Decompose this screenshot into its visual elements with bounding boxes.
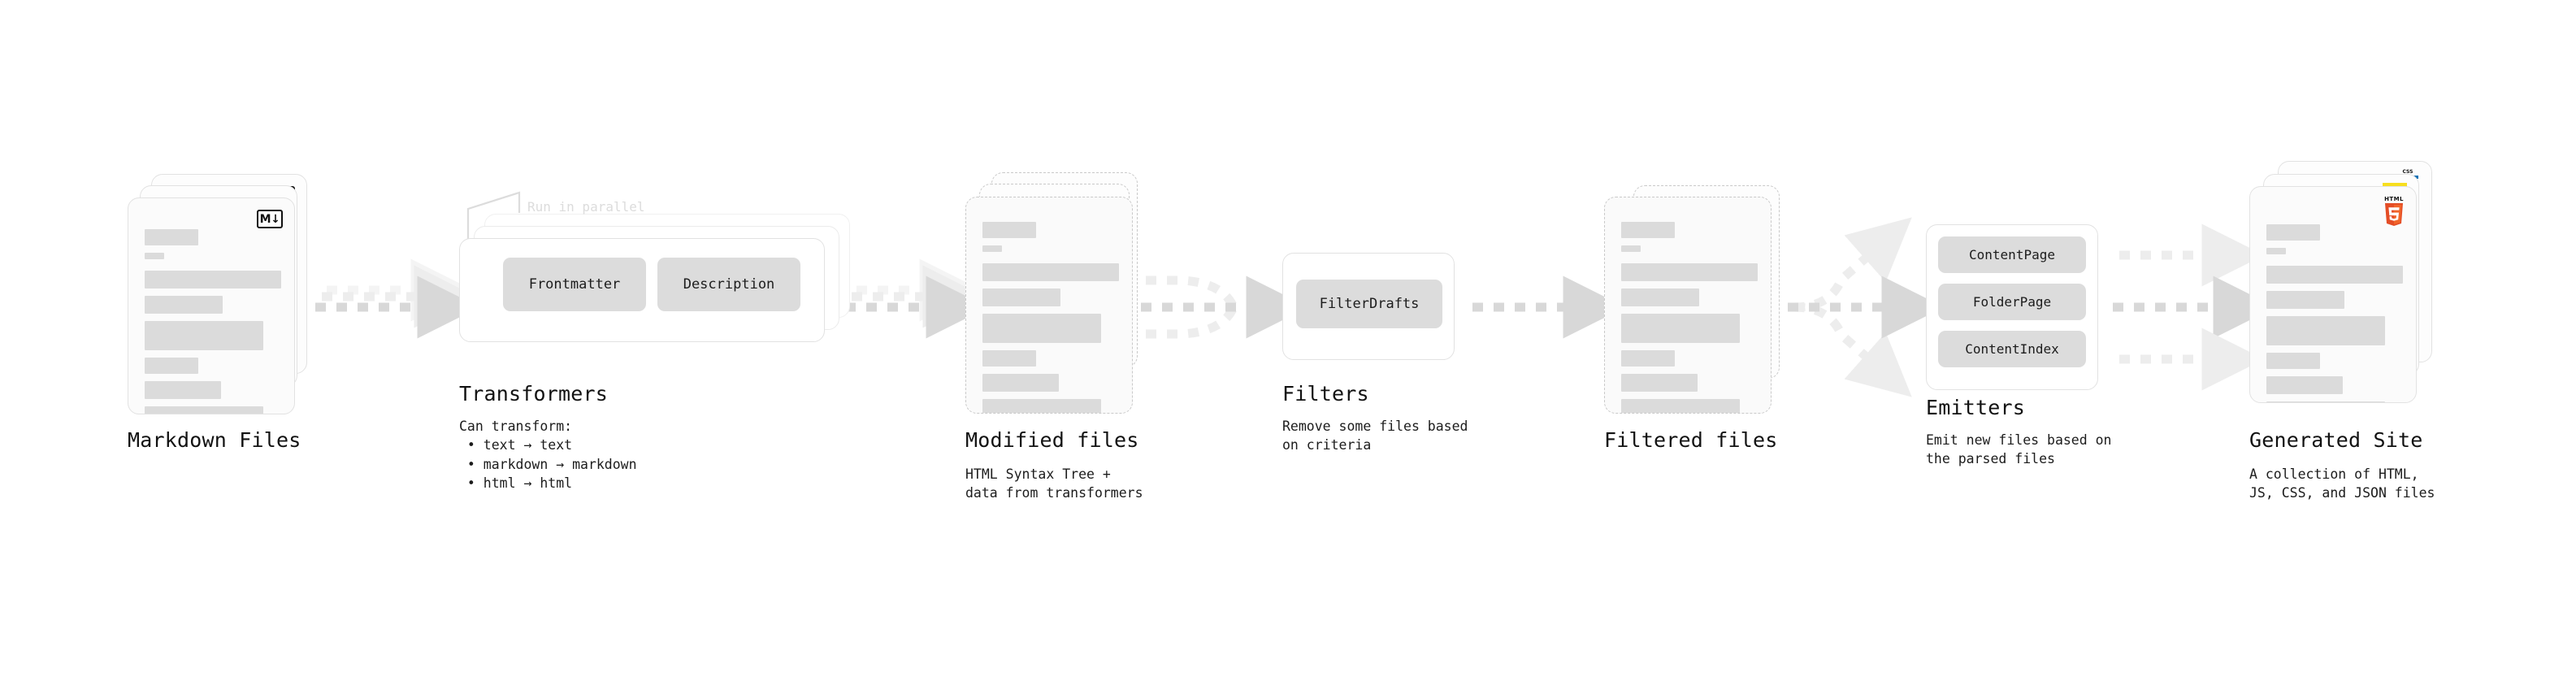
document-placeholder-lines <box>1621 222 1758 413</box>
connector-modified-to-filters <box>1141 275 1309 339</box>
connector-markdown-to-transformers <box>315 258 480 339</box>
filter-chip-filterdrafts[interactable]: FilterDrafts <box>1296 280 1442 328</box>
modified-card-front[interactable] <box>965 197 1133 414</box>
transformers-panel-front[interactable]: Frontmatter Description <box>459 238 825 342</box>
stage-title-filtered-files: Filtered files <box>1604 428 1778 452</box>
document-placeholder-lines <box>2266 224 2403 402</box>
stage-subtitle-transformers: Can transform: • text → text • markdown … <box>459 419 637 492</box>
stage-title-markdown-files: Markdown Files <box>128 428 301 452</box>
stage-subtitle-emitters: Emit new files based on the parsed files <box>1926 432 2112 467</box>
run-in-parallel-label: Run in parallel <box>527 199 645 215</box>
stage-title-modified-files: Modified files <box>965 428 1139 452</box>
transformer-chip-frontmatter[interactable]: Frontmatter <box>503 258 646 311</box>
stage-title-generated-site: Generated Site <box>2249 428 2423 452</box>
connector-filtered-to-emitters <box>1788 217 1945 397</box>
html5-shield-icon <box>2385 203 2403 226</box>
emitters-panel[interactable]: ContentPage FolderPage ContentIndex <box>1926 224 2098 390</box>
filters-panel[interactable]: FilterDrafts <box>1282 253 1455 360</box>
stage-title-filters: Filters <box>1282 382 1369 406</box>
emitter-chip-contentpage[interactable]: ContentPage <box>1938 236 2086 273</box>
connector-emitters-to-site <box>2113 223 2276 391</box>
transformer-chip-description[interactable]: Description <box>657 258 800 311</box>
stage-subtitle-filters: Remove some files based on criteria <box>1282 419 1468 453</box>
filtered-card-front[interactable] <box>1604 197 1772 414</box>
document-placeholder-lines <box>145 229 281 414</box>
stage-title-transformers: Transformers <box>459 382 609 406</box>
emitter-chip-contentindex[interactable]: ContentIndex <box>1938 331 2086 367</box>
markdown-card-front[interactable]: M↓ <box>128 197 295 414</box>
site-card-html[interactable]: HTML <box>2249 186 2417 403</box>
emitter-chip-folderpage[interactable]: FolderPage <box>1938 284 2086 320</box>
markdown-badge: M↓ <box>257 210 283 228</box>
stage-title-emitters: Emitters <box>1926 396 2026 419</box>
html5-logo-icon: HTML <box>2382 197 2406 226</box>
document-placeholder-lines <box>982 222 1119 413</box>
stage-subtitle-generated-site: A collection of HTML, JS, CSS, and JSON … <box>2249 466 2435 501</box>
stage-subtitle-modified-files: HTML Syntax Tree + data from transformer… <box>965 466 1143 501</box>
